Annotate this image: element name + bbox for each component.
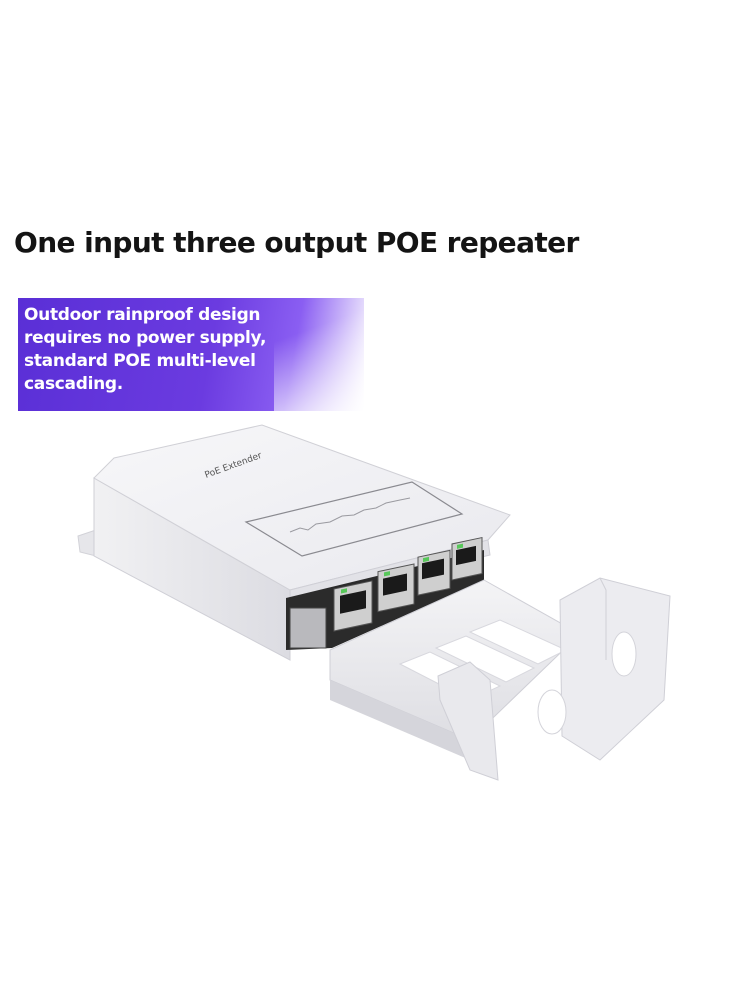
cable-hole-2 xyxy=(611,631,637,677)
rj45-ports xyxy=(333,536,483,632)
cover-tray xyxy=(329,579,581,741)
port-2 xyxy=(377,563,415,613)
feature-banner xyxy=(18,298,364,411)
headline: One input three output POE repeater xyxy=(14,226,579,259)
feature-text: Outdoor rainproof design requires no pow… xyxy=(24,305,267,394)
cable-hole-1 xyxy=(537,689,567,735)
label-panel xyxy=(244,481,464,557)
port-1 xyxy=(333,580,373,632)
end-cap xyxy=(437,661,499,781)
port-4 xyxy=(451,536,483,581)
port-3 xyxy=(417,549,451,596)
